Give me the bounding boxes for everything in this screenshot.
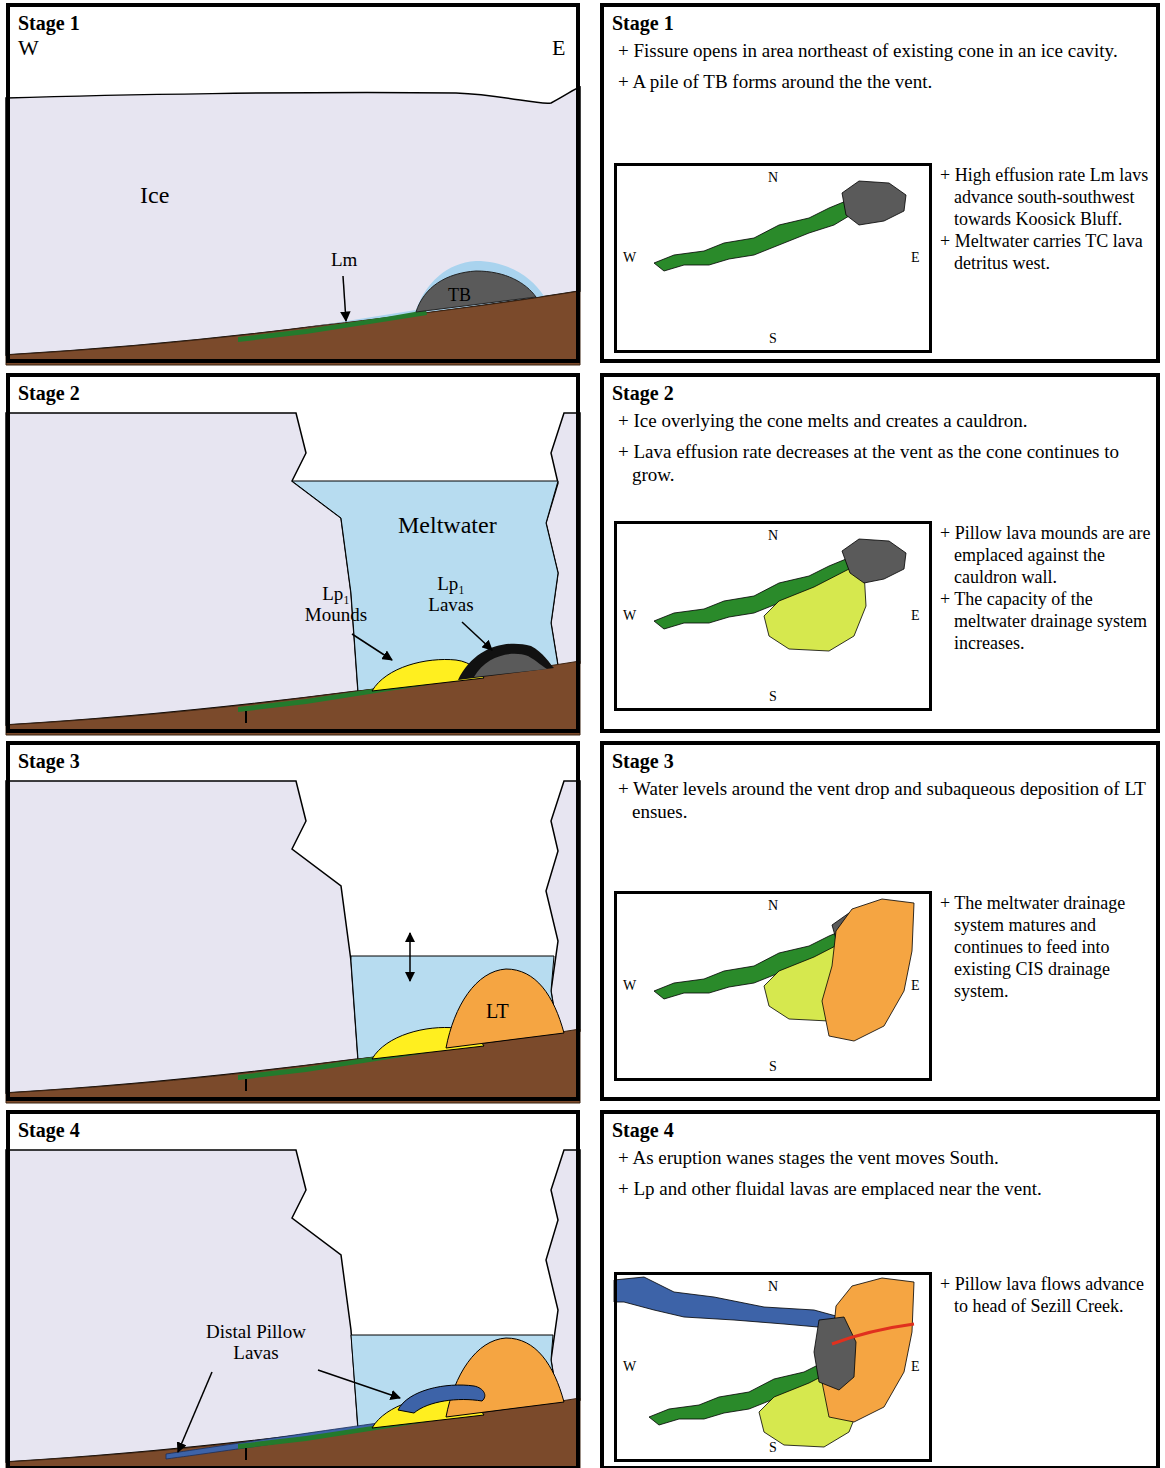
region-label: Meltwater: [398, 512, 497, 538]
compass-letter: N: [768, 1278, 778, 1295]
compass-letter: E: [911, 607, 920, 624]
bullet-text: + Lp and other fluidal lavas are emplace…: [618, 1177, 1148, 1200]
unit-label: Lp₁ Lavas: [418, 574, 484, 616]
compass-letter: N: [768, 527, 778, 544]
region-label: Ice: [140, 182, 169, 208]
stage-heading: Stage 4: [612, 1118, 674, 1142]
compass-letter: W: [623, 249, 636, 266]
stage-heading: Stage 3: [612, 749, 674, 773]
note-column: + The meltwater drainage system matures …: [940, 893, 1154, 1003]
description-panel: Stage 4 + As eruption wanes stages the ve…: [600, 1110, 1160, 1468]
map-inset: N W E S: [614, 521, 932, 711]
stage-2-section: [6, 413, 580, 735]
description-panel: Stage 3 + Water levels around the vent dr…: [600, 741, 1160, 1101]
stage-3-section: [6, 781, 580, 1103]
note-text: + Pillow lava flows advance to head of S…: [940, 1274, 1154, 1318]
section-panel: Stage 3: [6, 741, 580, 1101]
bullet-text: + Water levels around the vent drop and …: [618, 777, 1148, 823]
direction-label: W: [18, 35, 39, 62]
unit-label: Lp₁ Mounds: [290, 584, 382, 626]
section-panel: Stage 1W E: [6, 3, 580, 363]
stage-heading: Stage 4: [18, 1118, 80, 1142]
compass-letter: E: [911, 977, 920, 994]
bullet-text: + Fissure opens in area northeast of exi…: [618, 39, 1148, 62]
map-stage-4: [614, 1277, 914, 1447]
unit-label: TB: [448, 286, 471, 306]
bullet-text: + Ice overlying the cone melts and creat…: [618, 409, 1148, 432]
bullet-column: + As eruption wanes stages the vent move…: [618, 1146, 1148, 1208]
stage-1-section: [6, 87, 580, 365]
note-text: + Pillow lava mounds are are emplaced ag…: [940, 523, 1154, 589]
unit-label: Lm: [331, 250, 357, 271]
note-column: + High effusion rate Lm lavs advance sou…: [940, 165, 1154, 275]
bullet-column: + Water levels around the vent drop and …: [618, 777, 1148, 831]
unit-label: LT: [486, 1000, 509, 1022]
compass-letter: W: [623, 607, 636, 624]
stage-heading: Stage 3: [18, 749, 80, 773]
unit-label: Distal Pillow Lavas: [186, 1322, 326, 1364]
bullet-column: + Ice overlying the cone melts and creat…: [618, 409, 1148, 495]
compass-letter: E: [911, 249, 920, 266]
description-panel: Stage 2 + Ice overlying the cone melts an…: [600, 373, 1160, 733]
map-inset: N W E S: [614, 1272, 932, 1462]
map-stage-2: [654, 539, 906, 651]
map-stage-1: [654, 181, 906, 271]
compass-letter: S: [769, 1439, 777, 1456]
note-text: + The capacity of the meltwater drainage…: [940, 589, 1154, 655]
note-text: + High effusion rate Lm lavs advance sou…: [940, 165, 1154, 231]
compass-letter: W: [623, 1358, 636, 1375]
note-column: + Pillow lava flows advance to head of S…: [940, 1274, 1154, 1318]
map-inset: N W E S: [614, 163, 932, 353]
map-stage-3: [654, 899, 914, 1041]
note-column: + Pillow lava mounds are are emplaced ag…: [940, 523, 1154, 655]
bullet-text: + As eruption wanes stages the vent move…: [618, 1146, 1148, 1169]
bullet-column: + Fissure opens in area northeast of exi…: [618, 39, 1148, 101]
compass-letter: N: [768, 897, 778, 914]
compass-letter: W: [623, 977, 636, 994]
compass-letter: S: [769, 688, 777, 705]
stage-4-section: [6, 1150, 580, 1468]
description-panel: Stage 1 + Fissure opens in area northeast…: [600, 3, 1160, 363]
bullet-text: + A pile of TB forms around the the vent…: [618, 70, 1148, 93]
compass-letter: S: [769, 330, 777, 347]
stage-heading: Stage 1: [18, 11, 80, 35]
note-text: + Meltwater carries TC lava detritus wes…: [940, 231, 1154, 275]
section-panel: Stage 4: [6, 1110, 580, 1468]
section-panel: Stage 2: [6, 373, 580, 733]
stage-heading: Stage 1: [612, 11, 674, 35]
map-inset: N W E S: [614, 891, 932, 1081]
direction-label: E: [552, 35, 565, 62]
leader-lines: [178, 276, 492, 1452]
compass-letter: S: [769, 1058, 777, 1075]
compass-letter: E: [911, 1358, 920, 1375]
note-text: + The meltwater drainage system matures …: [940, 893, 1154, 1003]
bullet-text: + Lava effusion rate decreases at the ve…: [618, 440, 1148, 486]
stage-heading: Stage 2: [18, 381, 80, 405]
compass-letter: N: [768, 169, 778, 186]
stage-heading: Stage 2: [612, 381, 674, 405]
